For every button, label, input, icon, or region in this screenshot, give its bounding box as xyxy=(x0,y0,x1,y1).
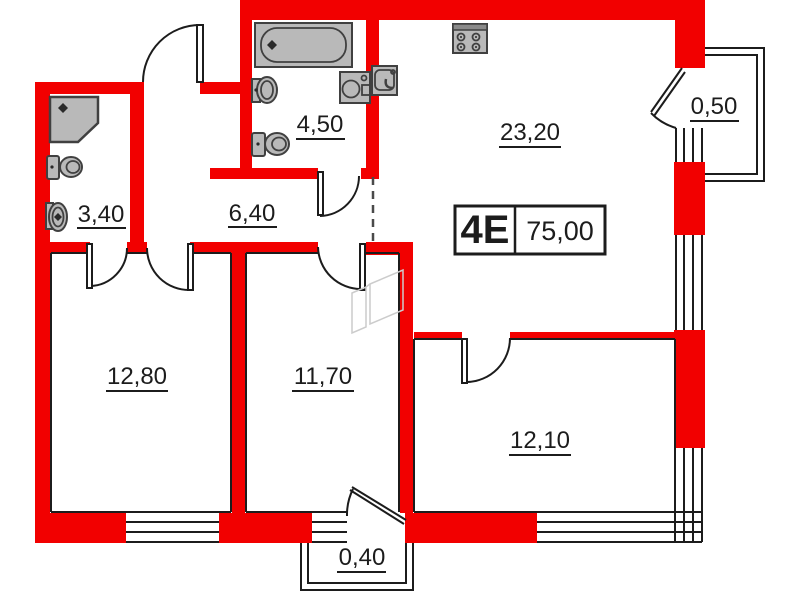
bathroom-toilet-icon xyxy=(251,132,290,157)
area-label-balcony-bottom: 0,40 xyxy=(339,544,386,571)
wc-toilet-icon xyxy=(46,155,83,180)
balcony-right-outline xyxy=(705,47,765,182)
balcony-bottom-outline xyxy=(300,543,414,591)
unit-info-box: 4E 75,00 xyxy=(453,204,607,256)
area-label-balcony-right: 0,50 xyxy=(691,93,738,120)
fixtures xyxy=(45,22,488,232)
door-bathroom xyxy=(317,171,360,217)
shower-icon xyxy=(48,95,100,144)
door-bedroom-left xyxy=(146,243,194,292)
wc-sink-icon xyxy=(45,202,68,232)
room-area-labels: 3,40 6,40 4,50 23,20 0,50 12,80 11,70 12… xyxy=(77,93,739,573)
area-label-bathroom: 4,50 xyxy=(297,111,344,138)
kitchen-sink-icon xyxy=(371,65,398,96)
area-label-bedroom-right: 12,10 xyxy=(510,427,570,454)
room-outlines xyxy=(50,252,702,542)
door-balcony-bottom xyxy=(345,486,407,525)
door-bedroom-middle xyxy=(317,243,366,291)
door-shower-room xyxy=(86,243,128,289)
bathtub-icon xyxy=(254,22,353,68)
area-label-kitchen-living: 23,20 xyxy=(500,119,560,146)
washing-machine-icon xyxy=(339,71,371,104)
door-bedroom-right xyxy=(461,337,511,384)
door-balcony-right xyxy=(650,67,686,129)
area-label-shower-room: 3,40 xyxy=(78,201,125,228)
unit-label: 4E xyxy=(461,208,510,252)
windows xyxy=(126,128,703,543)
stove-icon xyxy=(452,23,488,54)
unit-total-area: 75,00 xyxy=(526,216,594,246)
bathroom-sink-icon xyxy=(251,76,278,104)
area-label-hallway: 6,40 xyxy=(229,200,276,227)
area-label-bedroom-middle: 11,70 xyxy=(294,363,352,390)
area-label-bedroom-left: 12,80 xyxy=(107,363,167,390)
doors xyxy=(86,24,686,525)
entrance-door xyxy=(142,24,204,83)
watermark xyxy=(351,268,404,335)
